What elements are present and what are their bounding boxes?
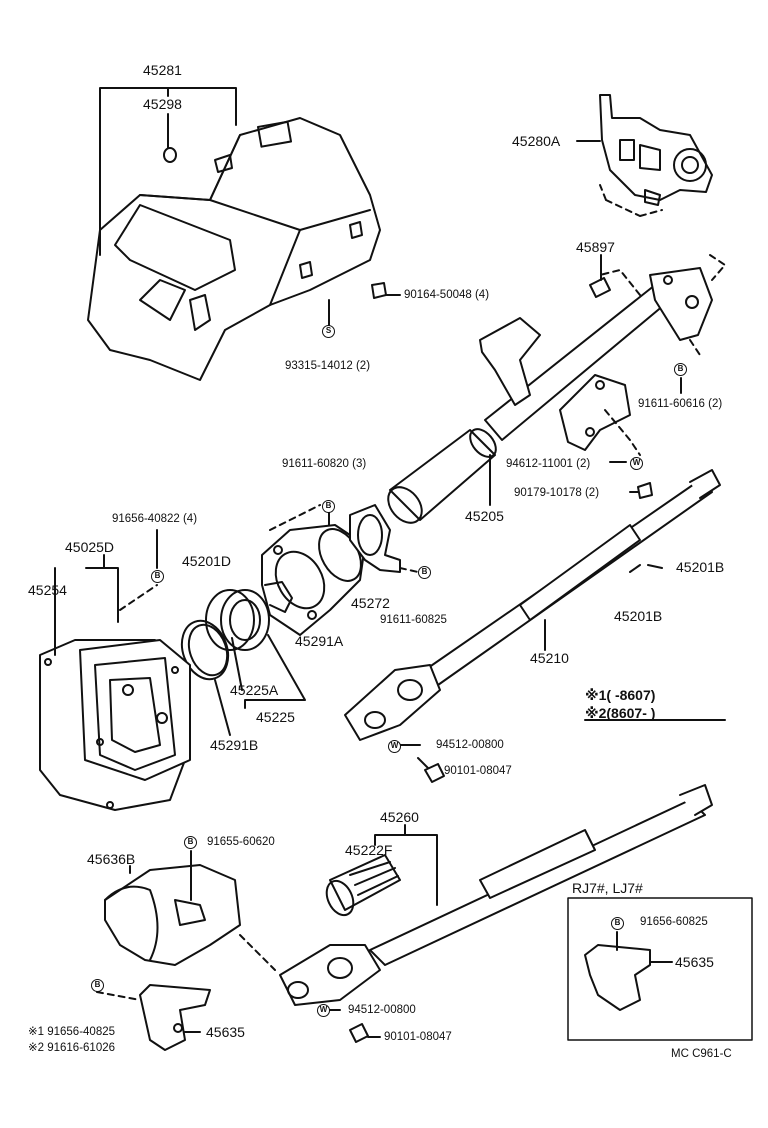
bracket-45635-drawing xyxy=(139,984,211,1051)
w-marker: W xyxy=(317,1004,330,1017)
part-label-45272: 45272 xyxy=(351,595,390,611)
part-label-45225: 45225 xyxy=(256,709,295,725)
s-marker: S xyxy=(322,325,335,338)
part-label-45205: 45205 xyxy=(465,508,504,524)
lock-housing-drawing xyxy=(599,94,713,217)
part-label-45636b: 45636B xyxy=(87,851,136,867)
part-label-90101-08047-lower: 90101-08047 xyxy=(384,1031,452,1043)
part-label-45291b: 45291B xyxy=(210,737,259,753)
part-label-45897: 45897 xyxy=(576,239,615,255)
part-label-45280a: 45280A xyxy=(512,133,561,149)
part-label-91611-60820: 91611-60820 (3) xyxy=(282,458,367,470)
part-label-94512-00800-lower: 94512-00800 xyxy=(348,1004,416,1016)
part-label-91611-60825: 91611-60825 xyxy=(380,614,447,626)
column-cover-drawing xyxy=(87,117,381,381)
part-label-45281: 45281 xyxy=(143,62,182,78)
part-label-91656-40825: ※1 91656-40825 xyxy=(28,1026,116,1038)
part-label-45635-inset: 45635 xyxy=(675,954,714,970)
footer-code: MC C961-C xyxy=(671,1048,732,1060)
part-label-91656-40822: 91656-40822 (4) xyxy=(112,513,198,525)
b-marker: B xyxy=(611,917,624,930)
b-marker: B xyxy=(418,566,431,579)
part-label-45201b-lower: 45201B xyxy=(614,608,663,624)
part-label-90101-08047-upper: 90101-08047 xyxy=(444,765,512,777)
part-label-94512-00800-upper: 94512-00800 xyxy=(436,739,504,751)
clamp-drawing xyxy=(349,504,401,573)
part-label-45225a: 45225A xyxy=(230,682,279,698)
w-marker: W xyxy=(388,740,401,753)
part-label-45201b-right: 45201B xyxy=(676,559,725,575)
part-label-91616-61026: ※2 91616-61026 xyxy=(28,1042,116,1054)
part-label-45260: 45260 xyxy=(380,809,419,825)
part-label-90179-10178: 90179-10178 (2) xyxy=(514,487,600,499)
part-label-45635-lower: 45635 xyxy=(206,1024,245,1040)
cover-bracket xyxy=(99,87,237,256)
note-2: ※2(8607- ) xyxy=(585,705,656,721)
part-label-45210: 45210 xyxy=(530,650,569,666)
part-label-45254: 45254 xyxy=(28,582,67,598)
boot-plate-drawing xyxy=(39,639,191,811)
column-tube-drawing xyxy=(387,254,726,524)
part-label-45298: 45298 xyxy=(143,96,182,112)
part-label-91656-60825: 91656-60825 xyxy=(640,916,708,928)
part-label-45025d: 45025D xyxy=(65,539,115,555)
part-label-91611-60616: 91611-60616 (2) xyxy=(638,398,723,410)
part-label-94612-11001: 94612-11001 (2) xyxy=(506,458,591,470)
part-label-45291a: 45291A xyxy=(295,633,344,649)
b-marker: B xyxy=(151,570,164,583)
b-marker: B xyxy=(322,500,335,513)
inset-box xyxy=(567,897,753,1041)
note-1: ※1( -8607) xyxy=(585,687,656,703)
inset-title: RJ7#, LJ7# xyxy=(572,880,643,896)
part-label-90164-50048: 90164-50048 (4) xyxy=(404,289,490,301)
b-marker: B xyxy=(674,363,687,376)
intermediate-shaft-drawing xyxy=(279,784,713,1006)
w-marker: W xyxy=(630,457,643,470)
b-marker: B xyxy=(91,979,104,992)
boot-45222f-drawing xyxy=(329,854,401,911)
main-shaft-drawing xyxy=(344,469,721,741)
cover-45636b-drawing xyxy=(104,864,241,966)
part-label-45222f: 45222F xyxy=(345,842,393,858)
b-marker: B xyxy=(184,836,197,849)
part-label-45201d: 45201D xyxy=(182,553,232,569)
part-label-93315-14012: 93315-14012 (2) xyxy=(285,360,371,372)
part-label-91655-60620: 91655-60620 xyxy=(207,836,275,848)
